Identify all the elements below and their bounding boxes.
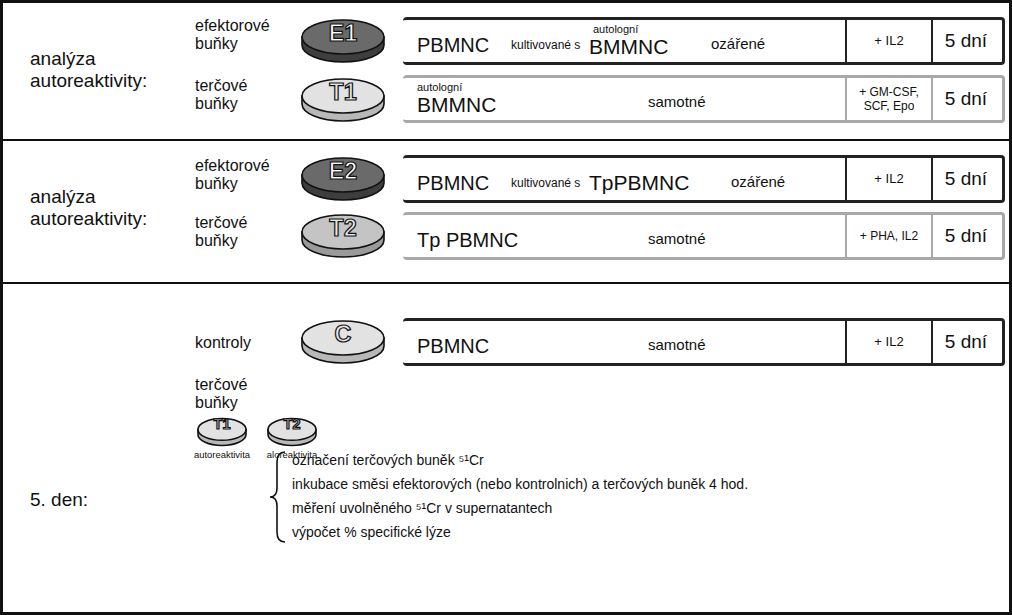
step-note: měření uvolněného ⁵¹Cr v supernatantech xyxy=(292,500,552,516)
petri-dish: T2 xyxy=(300,211,386,261)
culture-text: PBMNC xyxy=(417,335,489,357)
petri-dish-small: T1autoreaktivita xyxy=(196,416,248,466)
culture-box: PBMNC samotné + IL2 5 dní xyxy=(403,318,1005,366)
condition-cell: + PHA, IL2 xyxy=(845,215,931,257)
condition-text: + IL2 xyxy=(874,33,903,49)
dish-caption: autoreaktivita xyxy=(182,450,262,460)
dish-letter: E2 xyxy=(300,159,386,185)
step-note: inkubace směsi efektorových (nebo kontro… xyxy=(292,476,748,492)
culture-text: PBMNC xyxy=(417,34,489,56)
culture-text: PBMNC xyxy=(417,172,489,194)
culture-box: Tp PBMNC samotné + PHA, IL2 5 dní xyxy=(403,212,1005,260)
group-label: analýza autoreaktivity: xyxy=(30,186,190,230)
step-note: výpočet % specifické lýze xyxy=(292,524,451,540)
section-divider xyxy=(2,139,1010,141)
culture-text: samotné xyxy=(648,231,706,248)
culture-text: kultivované s xyxy=(511,39,580,52)
culture-text: autologní xyxy=(593,23,638,35)
dish-letter: T2 xyxy=(266,417,318,433)
dish-letter: T1 xyxy=(300,80,386,106)
petri-dish: E1 xyxy=(300,16,386,66)
dish-letter: C xyxy=(300,322,386,348)
condition-cell: 5 dní xyxy=(931,78,999,120)
condition-text: 5 dní xyxy=(945,168,987,191)
culture-text: TpPBMNC xyxy=(589,171,689,194)
condition-text: + IL2 xyxy=(874,334,903,350)
condition-text: + GM-CSF, SCF, Epo xyxy=(850,85,928,114)
culture-box: PBMNC kultivované s autologníBMMNC ozářené +… xyxy=(403,17,1005,65)
condition-cell: + IL2 xyxy=(845,321,931,363)
row-label: efektorové buňky xyxy=(195,17,290,54)
row-label: efektorové buňky xyxy=(195,157,290,194)
dish-letter: E1 xyxy=(300,21,386,47)
culture-text: BMMNC xyxy=(589,35,668,58)
row-label: terčové buňky xyxy=(195,376,290,413)
petri-dish: E2 xyxy=(300,154,386,204)
condition-cell: 5 dní xyxy=(931,20,999,62)
condition-cell: + IL2 xyxy=(845,20,931,62)
condition-text: 5 dní xyxy=(945,88,987,111)
culture-text: BMMNC xyxy=(417,93,496,116)
condition-cell: 5 dní xyxy=(931,215,999,257)
step-note: označení terčových buněk ⁵¹Cr xyxy=(292,452,484,468)
day-label: 5. den: xyxy=(30,489,130,511)
culture-text: kultivované s xyxy=(511,177,580,190)
group-label: analýza autoreaktivity: xyxy=(30,48,190,92)
culture-box: PBMNC kultivované s TpPBMNC ozářené + IL2 5 d… xyxy=(403,155,1005,203)
culture-box: autologníBMMNC samotné + GM-CSF, SCF, Epo 5… xyxy=(403,75,1005,123)
culture-text: ozářené xyxy=(711,36,765,53)
condition-cell: 5 dní xyxy=(931,158,999,200)
condition-text: 5 dní xyxy=(945,30,987,53)
petri-dish: C xyxy=(300,317,386,367)
row-label: terčové buňky xyxy=(195,77,290,114)
condition-text: + PHA, IL2 xyxy=(860,229,918,243)
section-divider xyxy=(2,282,1010,284)
condition-text: 5 dní xyxy=(945,331,987,354)
condition-cell: + IL2 xyxy=(845,158,931,200)
culture-text: autologní xyxy=(417,81,462,93)
row-label: kontroly xyxy=(195,334,295,352)
culture-text: samotné xyxy=(648,94,706,111)
row-label: terčové buňky xyxy=(195,214,290,251)
condition-cell: + GM-CSF, SCF, Epo xyxy=(845,78,931,120)
condition-text: + IL2 xyxy=(874,171,903,187)
culture-text: Tp PBMNC xyxy=(417,229,518,251)
culture-text: ozářené xyxy=(731,174,785,191)
culture-text: samotné xyxy=(648,337,706,354)
condition-text: 5 dní xyxy=(945,225,987,248)
dish-letter: T2 xyxy=(300,216,386,242)
condition-cell: 5 dní xyxy=(931,321,999,363)
petri-dish: T1 xyxy=(300,75,386,125)
dish-letter: T1 xyxy=(196,417,248,433)
curly-brace xyxy=(270,452,285,542)
